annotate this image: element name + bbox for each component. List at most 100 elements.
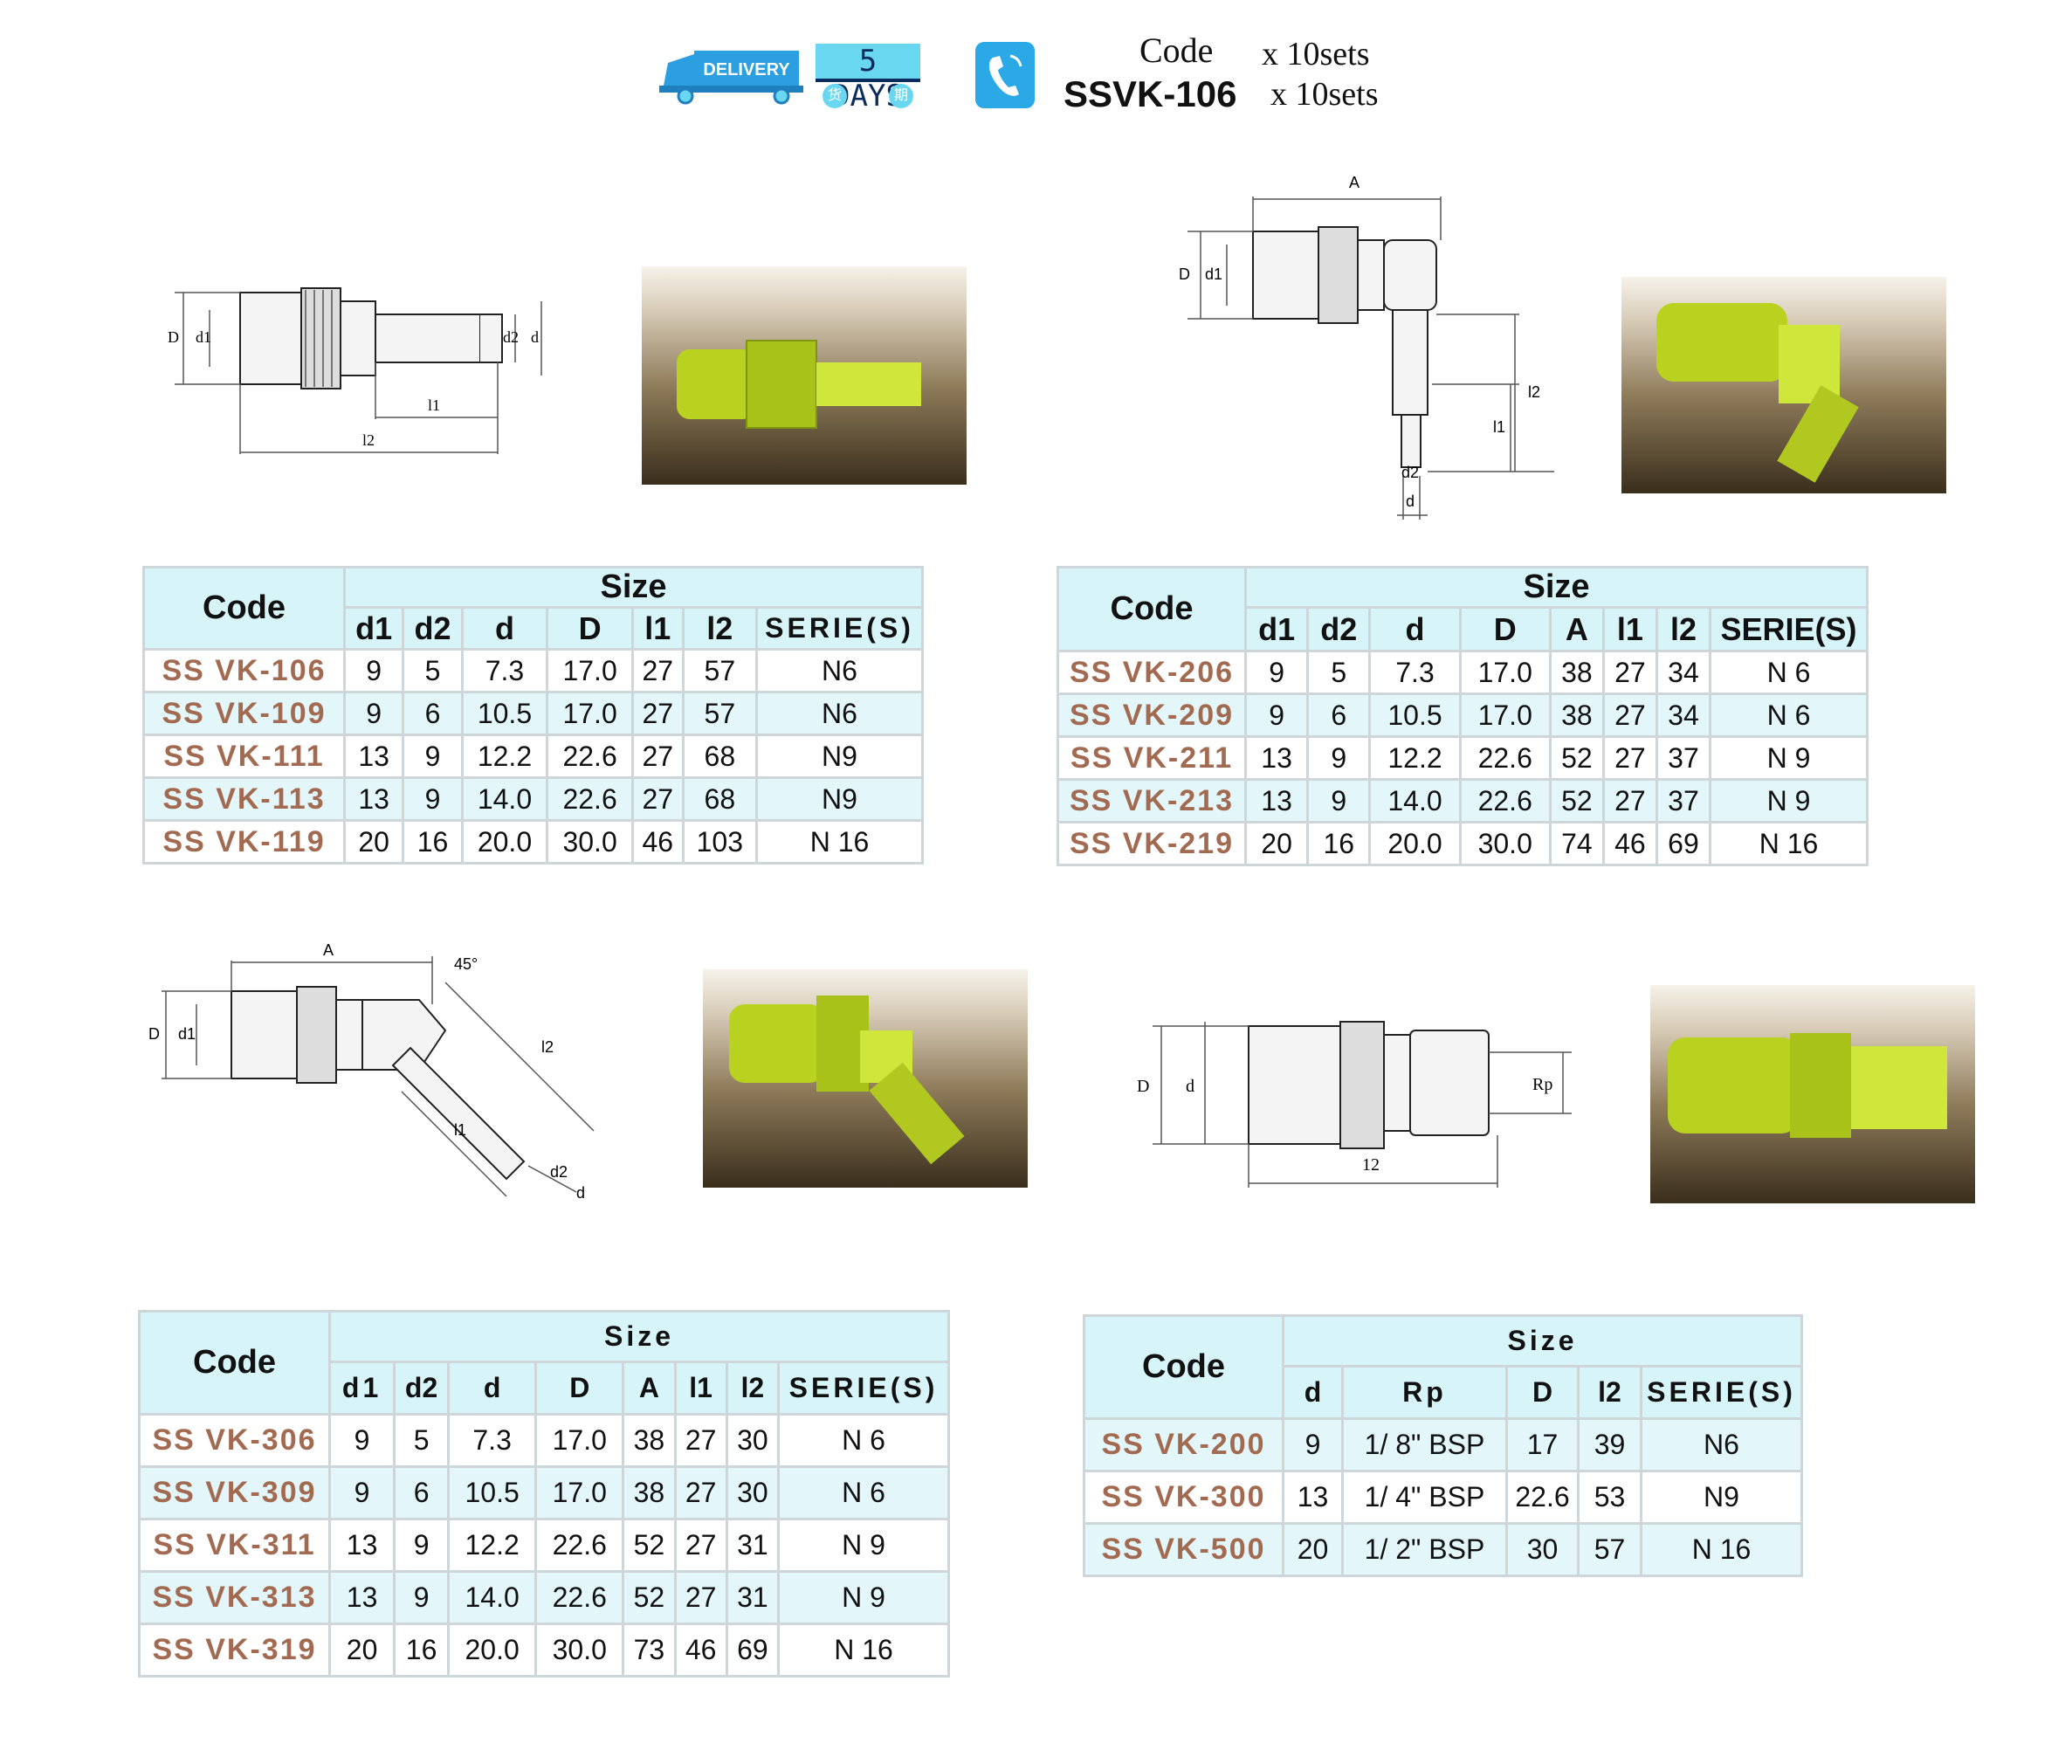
col-header: d1 — [327, 1361, 396, 1416]
table-cell: N9 — [755, 776, 924, 822]
table-cell: SS VK-300 — [1083, 1470, 1284, 1525]
table-cell: 46 — [673, 1623, 728, 1678]
dim-l2: l2 — [362, 431, 375, 449]
dim-l1: l1 — [454, 1121, 466, 1139]
table-cell: 16 — [1306, 821, 1372, 866]
col-header: d2 — [1306, 606, 1372, 652]
table-cell: 17.0 — [546, 691, 634, 736]
table-cell: 13 — [327, 1518, 396, 1573]
table-cell: 46 — [630, 819, 685, 865]
dim-D: D — [1137, 1077, 1149, 1096]
technical-drawing-45deg: A 45° D d1 l2 l1 d2 d — [148, 943, 595, 1202]
table-cell: N6 — [755, 648, 924, 693]
dim-Rp: Rp — [1532, 1075, 1552, 1094]
table-cell: 68 — [681, 734, 759, 779]
table-cell: SS VK-319 — [138, 1623, 331, 1678]
table-cell: 20 — [1243, 821, 1310, 866]
col-header: l1 — [1601, 606, 1658, 652]
dim-l2: l2 — [1528, 383, 1540, 401]
table-cell: 46 — [1601, 821, 1658, 866]
product-photo-90deg — [1621, 277, 1946, 493]
dim-A: A — [323, 943, 334, 959]
table-cell: 9 — [342, 691, 405, 736]
delivery-label: DELIVERY — [703, 60, 790, 79]
table-cell: N 9 — [1709, 778, 1869, 823]
table-cell: SS VK-106 — [142, 648, 346, 693]
table-cell: 17.0 — [546, 648, 634, 693]
table-cell: 1/ 4" BSP — [1341, 1470, 1508, 1525]
table-cell: 20.0 — [447, 1623, 538, 1678]
table-cell: 27 — [630, 648, 685, 693]
table-cell: 68 — [681, 776, 759, 822]
table-cell: 53 — [1577, 1470, 1642, 1525]
table-cell: 20 — [1282, 1522, 1344, 1577]
table-cell: 17.0 — [1458, 693, 1552, 738]
table-cell: 9 — [402, 776, 464, 822]
col-header: SERIE(S) — [755, 606, 924, 651]
table-cell: 16 — [393, 1623, 451, 1678]
table-cell: SS VK-113 — [142, 776, 346, 822]
col-header: l2 — [681, 606, 759, 651]
col-header: d1 — [1243, 606, 1310, 652]
table-cell: 5 — [402, 648, 464, 693]
table-cell: SS VK-119 — [142, 819, 346, 865]
table-cell: 31 — [725, 1518, 781, 1573]
dim-d: d — [1186, 1077, 1194, 1096]
table-cell: N 9 — [777, 1518, 950, 1573]
col-header: l1 — [630, 606, 685, 651]
delivery-days-badge: 5 DAYS 货 期 — [816, 44, 920, 114]
table-cell: SS VK-109 — [142, 691, 346, 736]
col-header: d1 — [342, 606, 405, 651]
table-cell: 6 — [402, 691, 464, 736]
table-cell: 57 — [681, 648, 759, 693]
table-cell: 9 — [393, 1570, 451, 1625]
header-qty-1: x 10sets — [1262, 36, 1370, 72]
col-header: D — [1458, 606, 1552, 652]
table-cell: N 6 — [1709, 650, 1869, 695]
table-cell: 103 — [681, 819, 759, 865]
table-cell: 34 — [1655, 693, 1712, 738]
table-cell: N6 — [1640, 1417, 1803, 1472]
table-cell: 22.6 — [546, 776, 634, 822]
table-cell: 17.0 — [1458, 650, 1552, 695]
table-cell: 30.0 — [534, 1623, 625, 1678]
table-cell: 14.0 — [460, 776, 549, 822]
table-cell: 37 — [1655, 778, 1712, 823]
table-cell: 9 — [393, 1518, 451, 1573]
table-cell: 20.0 — [1368, 821, 1462, 866]
table-cell: 52 — [1548, 778, 1605, 823]
table-cell: 9 — [1306, 778, 1372, 823]
table-cell: 22.6 — [1505, 1470, 1580, 1525]
table-cell: N9 — [1640, 1470, 1803, 1525]
header-qty-2: x 10sets — [1270, 76, 1379, 113]
table-cell: N 6 — [777, 1465, 950, 1520]
table-cell: N 16 — [1709, 821, 1869, 866]
table-cell: 27 — [673, 1465, 728, 1520]
col-header: d — [1282, 1365, 1344, 1420]
col-header: l2 — [1577, 1365, 1642, 1420]
table-cell: 20 — [342, 819, 405, 865]
delivery-truck-icon: DELIVERY — [659, 44, 812, 105]
table-cell: 30 — [725, 1465, 781, 1520]
table-cell: SS VK-213 — [1057, 778, 1247, 823]
table-cell: 13 — [1243, 778, 1310, 823]
col-header: A — [1548, 606, 1605, 652]
table-cell: 17.0 — [534, 1413, 625, 1468]
table-cell: 30 — [1505, 1522, 1580, 1577]
table-cell: 27 — [673, 1413, 728, 1468]
table-cell: 6 — [393, 1465, 451, 1520]
col-code-header: Code — [138, 1310, 331, 1416]
table-cell: 7.3 — [447, 1413, 538, 1468]
col-header: l1 — [673, 1361, 728, 1416]
table-cell: 20 — [327, 1623, 396, 1678]
dim-d2: d2 — [1401, 464, 1419, 481]
table-cell: 38 — [622, 1413, 677, 1468]
